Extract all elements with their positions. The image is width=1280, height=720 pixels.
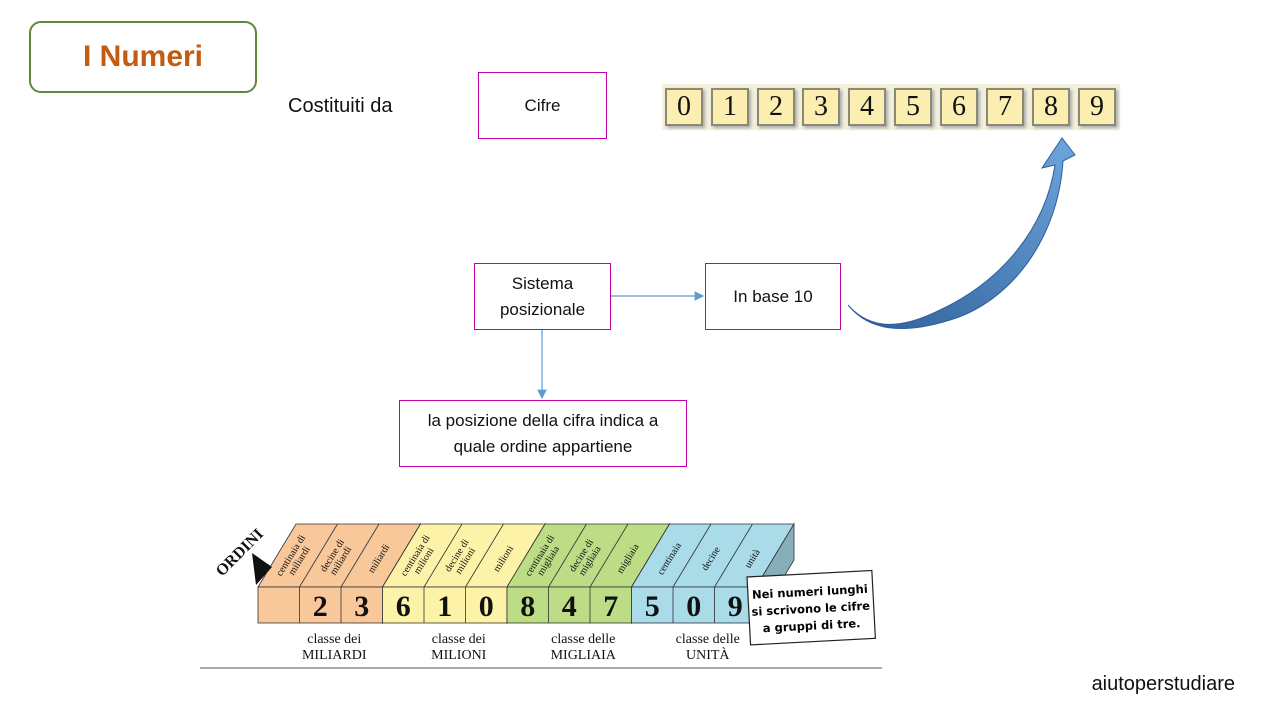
top-divider [299, 523, 338, 588]
order-digit: 9 [728, 590, 743, 623]
order-digit: 0 [479, 590, 494, 623]
note-card-bg [746, 569, 877, 646]
order-digit: 4 [562, 590, 577, 623]
block-front-face [631, 586, 757, 624]
order-digit: 1 [437, 590, 452, 623]
note-card: Nei numeri lunghi si scrivono le cifre a… [746, 569, 877, 646]
top-divider [589, 523, 629, 588]
sistema-box: Sistema posizionale [474, 263, 611, 330]
note-line: a gruppi di tre. [762, 616, 860, 635]
digit-cell: 1 [711, 88, 749, 126]
top-divider [548, 523, 587, 588]
class-name-line: UNITÀ [686, 646, 730, 663]
base-box: In base 10 [705, 263, 841, 330]
note-line: si scrivono le cifre [751, 599, 870, 619]
sistema-line: Sistema [511, 273, 574, 293]
posizione-line: quale ordine appartiene [453, 436, 633, 456]
posizione-line: la posizione della cifra indica a [427, 410, 659, 430]
digit-cell: 0 [665, 88, 703, 126]
class-name-line: MIGLIAIA [551, 648, 617, 663]
digit-cell: 8 [1032, 88, 1070, 126]
digit-cell: 5 [894, 88, 932, 126]
digit-cell: 2 [757, 88, 795, 126]
digit-cell: 9 [1078, 88, 1116, 126]
class-name-line: MILIARDI [302, 648, 367, 663]
block-front-face [382, 586, 508, 624]
class-name-line: classe delle [676, 632, 740, 647]
class-name-line: classe dei [307, 632, 361, 647]
posizione-box: la posizione della cifra indica a quale … [399, 400, 687, 467]
digit-cell: 7 [986, 88, 1024, 126]
top-divider [714, 523, 753, 588]
order-digit: 2 [313, 590, 328, 623]
note-line: Nei numeri lunghi [752, 582, 868, 602]
ordini-arrow-icon [252, 553, 272, 585]
top-divider [672, 523, 712, 588]
order-digit: 8 [520, 590, 535, 623]
top-divider [423, 523, 463, 588]
order-digit: 0 [686, 590, 701, 623]
curved-arrow [847, 137, 1076, 329]
order-digit: 7 [603, 590, 618, 623]
page-title: I Numeri [82, 40, 204, 73]
class-name-line: classe delle [551, 632, 615, 647]
cifre-box: Cifre [478, 72, 607, 139]
order-digit: 6 [396, 590, 411, 623]
title-box: I Numeri [29, 21, 257, 93]
class-name-line: classe dei [432, 632, 486, 647]
block-front-face [257, 586, 383, 624]
order-digit: 3 [354, 590, 369, 623]
top-divider [465, 523, 504, 588]
sistema-line: posizionale [499, 299, 586, 319]
order-digit: 5 [645, 590, 660, 623]
digit-cell: 6 [940, 88, 978, 126]
class-name-line: MILIONI [431, 648, 487, 663]
costituiti-label: Costituiti da [288, 95, 393, 117]
digit-cell: 3 [802, 88, 840, 126]
footer-credit: aiutoperstudiare [1091, 673, 1235, 695]
digit-cell: 4 [848, 88, 886, 126]
top-divider [340, 523, 380, 588]
